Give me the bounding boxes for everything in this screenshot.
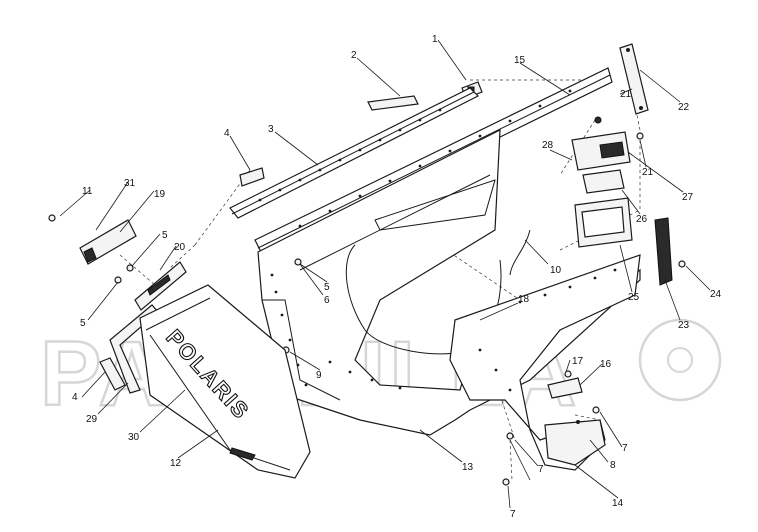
- callout-7-mid: 7: [538, 464, 544, 475]
- callout-12: 12: [170, 458, 182, 469]
- callout-30: 30: [128, 432, 140, 443]
- part-15-side-rail: [254, 67, 613, 255]
- callout-21-lower: 21: [642, 167, 654, 178]
- part-27-housing: [571, 131, 631, 171]
- callout-14: 14: [612, 498, 624, 509]
- part-25-housing: [574, 197, 633, 248]
- callout-27: 27: [682, 192, 694, 203]
- callout-7-bottom: 7: [510, 509, 516, 520]
- part-2-grommet-strip: [367, 95, 419, 111]
- callout-18: 18: [518, 294, 530, 305]
- part-22-link-arm: [619, 43, 649, 115]
- part-16-bracket: [547, 377, 583, 399]
- callout-17: 17: [572, 356, 584, 367]
- part-23-strap: [654, 217, 673, 286]
- callout-6: 6: [324, 295, 330, 306]
- part-8-bracket: [544, 419, 606, 466]
- callout-13: 13: [462, 462, 474, 473]
- callout-10: 10: [550, 265, 562, 276]
- part-13-belly-pan: [257, 129, 641, 436]
- callout-11: 11: [82, 186, 93, 197]
- part-10-cable: [509, 229, 531, 276]
- callout-8: 8: [610, 460, 616, 471]
- callout-1: 1: [432, 34, 438, 45]
- callout-22: 22: [678, 102, 690, 113]
- callout-4-lower: 4: [72, 392, 78, 403]
- callout-29: 29: [86, 414, 98, 425]
- callout-4-upper: 4: [224, 128, 230, 139]
- callout-5-mid: 5: [324, 282, 330, 293]
- callout-16: 16: [600, 359, 612, 370]
- callout-21-upper: 21: [620, 89, 632, 100]
- callout-labels: 1 2 3 4 4 5 5 5 6 7 7 7 8 9 10 11 12 13 …: [72, 34, 722, 520]
- callout-7-right: 7: [622, 443, 628, 454]
- part-4-bracket-lower: [99, 357, 126, 391]
- callout-15: 15: [514, 55, 526, 66]
- callout-3: 3: [268, 124, 274, 135]
- callout-24: 24: [710, 289, 722, 300]
- part-19-mount: [79, 219, 137, 265]
- leader-lines: [59, 39, 711, 509]
- part-3-side-rail: [229, 87, 480, 219]
- callout-28: 28: [542, 140, 554, 151]
- callout-9: 9: [316, 370, 322, 381]
- part-29-rail: [109, 304, 159, 394]
- part-4-bracket-upper: [239, 167, 265, 187]
- part-14-lower-shroud: [449, 254, 641, 471]
- callout-25: 25: [628, 292, 640, 303]
- part-20-strip: [134, 261, 187, 311]
- callout-5-upper: 5: [162, 230, 168, 241]
- callout-23: 23: [678, 320, 690, 331]
- callout-5-lower: 5: [80, 318, 86, 329]
- part-26-gasket: [582, 169, 625, 194]
- callout-20: 20: [174, 242, 186, 253]
- part-12-side-panel: POLARIS: [139, 284, 311, 479]
- callout-31: 31: [124, 178, 136, 189]
- callout-26: 26: [636, 214, 648, 225]
- callout-2: 2: [351, 50, 357, 61]
- callout-19: 19: [154, 189, 166, 200]
